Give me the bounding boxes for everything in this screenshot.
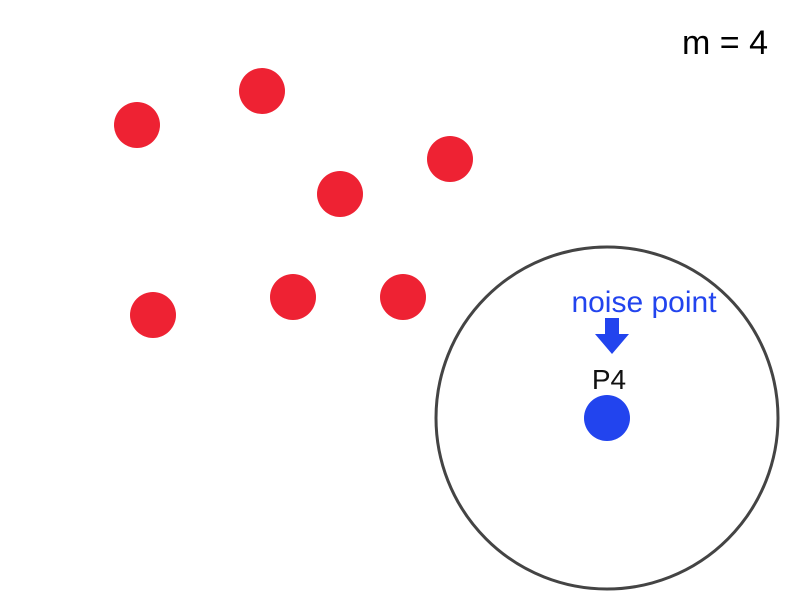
noise-point — [584, 395, 630, 441]
parameter-label: m = 4 — [682, 24, 768, 62]
red-point — [239, 68, 285, 114]
noise-point-annotation: noise point — [571, 286, 717, 319]
red-point — [114, 102, 160, 148]
red-point — [130, 292, 176, 338]
red-point — [427, 136, 473, 182]
red-point — [270, 274, 316, 320]
red-point — [380, 274, 426, 320]
red-points-group — [114, 68, 473, 338]
down-arrow-icon — [595, 318, 629, 354]
red-point — [317, 171, 363, 217]
neighborhood-circle — [434, 245, 780, 591]
point-label: P4 — [592, 364, 626, 395]
